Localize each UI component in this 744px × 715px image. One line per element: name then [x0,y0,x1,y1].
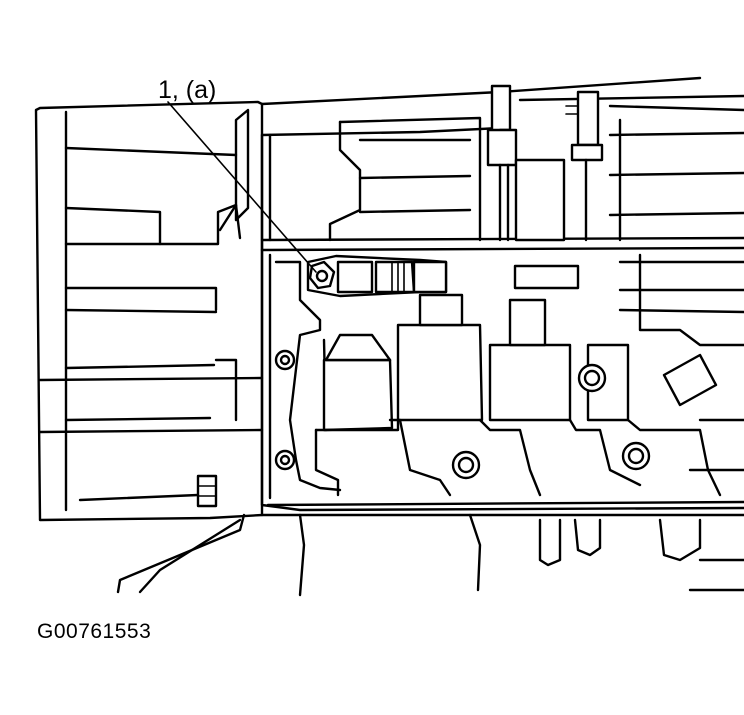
sensor-bracket-item-1 [306,254,448,298]
side-bolt [78,474,218,508]
lower-valve-body [260,248,744,512]
bolt-holes [274,349,651,480]
left-housing [34,100,264,522]
callout-1: 1, (a) [158,76,317,273]
callout-label: 1, (a) [158,76,216,104]
upper-body [260,76,744,252]
oil-pan-edge [116,513,744,597]
solenoid-connector [486,84,604,242]
figure-id: G00761553 [37,620,152,643]
